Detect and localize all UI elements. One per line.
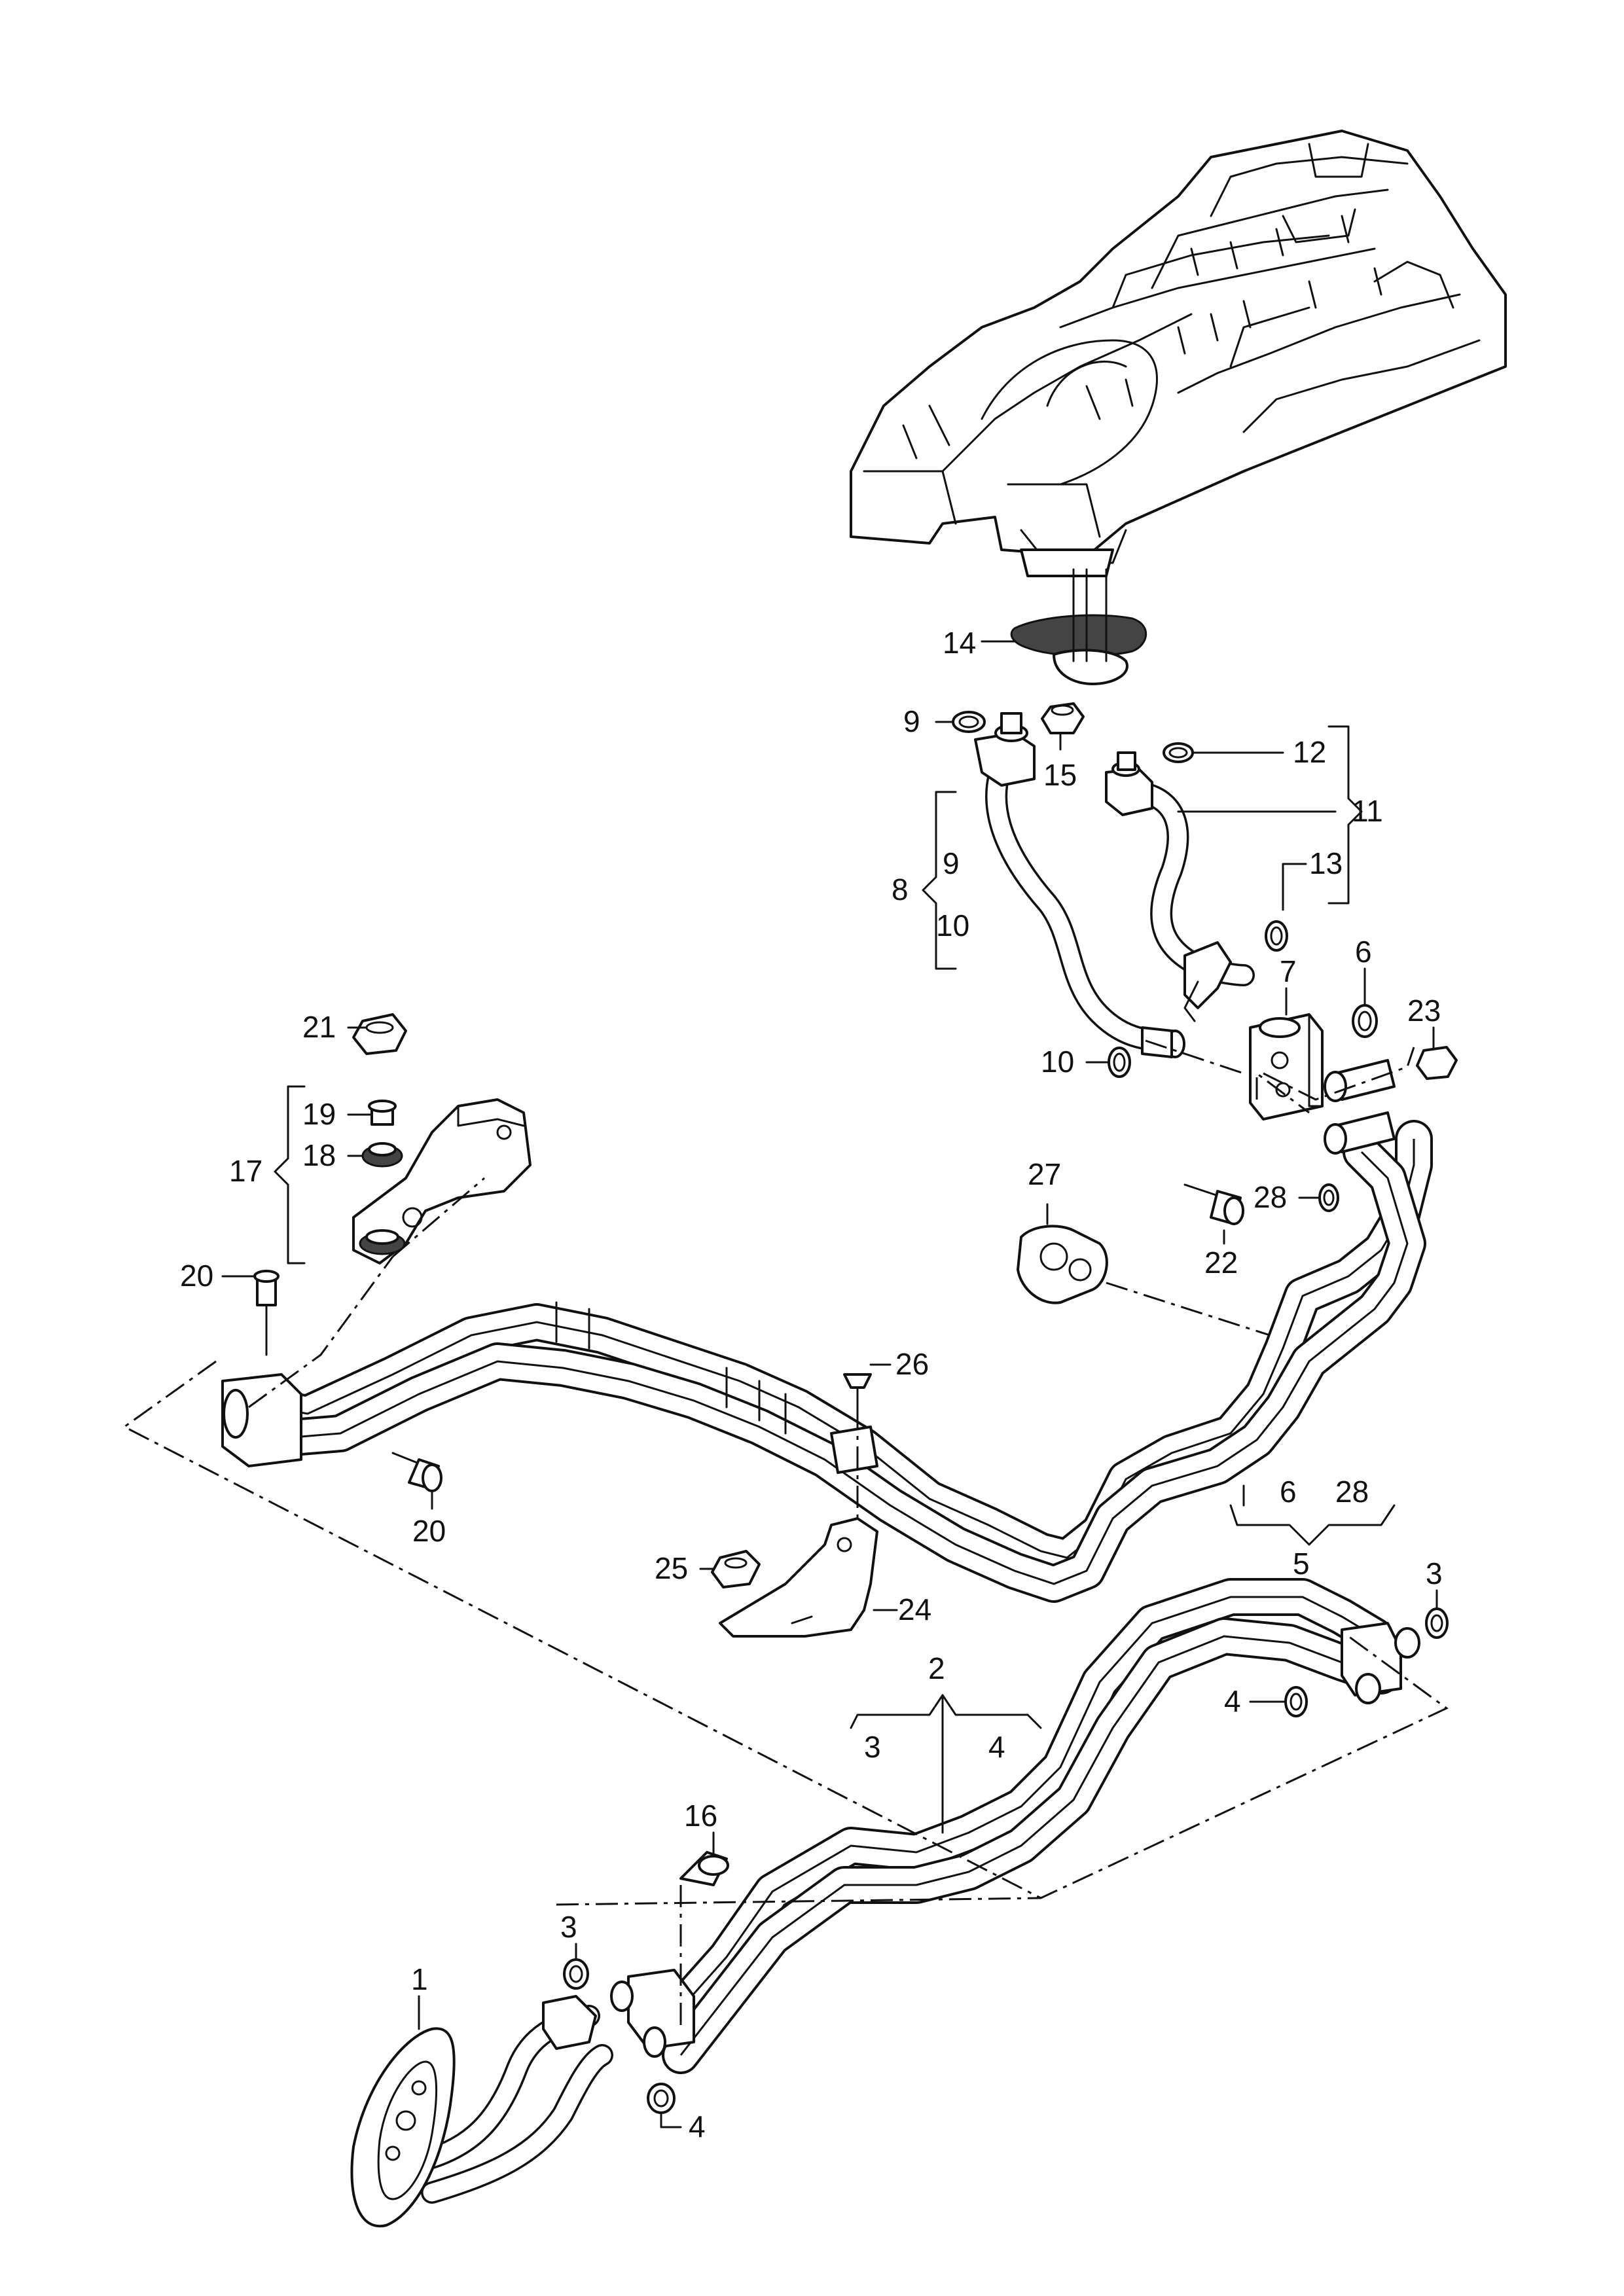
o-ring-9 [952, 711, 986, 733]
callout-5-sub-6: 6 [1280, 1475, 1297, 1509]
refrigerant-line-11 [1105, 751, 1255, 1022]
clip-27 [1017, 1225, 1108, 1304]
o-ring-13 [1265, 920, 1288, 952]
callout-23: 23 [1407, 994, 1441, 1028]
callout-11: 11 [1352, 794, 1383, 828]
assembly-boundary-lines [122, 1039, 1449, 2029]
nut-25 [711, 1550, 761, 1588]
seal-gasket-14 [1010, 568, 1147, 685]
callout-10: 10 [1041, 1045, 1074, 1079]
o-ring-4-left [647, 2083, 676, 2114]
callout-2-sub-3: 3 [864, 1730, 881, 1764]
callout-4-left: 4 [689, 2109, 706, 2144]
expansion-valve-7 [1249, 1013, 1324, 1121]
o-ring-10 [1108, 1047, 1131, 1078]
callout-20-lower: 20 [412, 1514, 446, 1548]
callout-2: 2 [928, 1651, 945, 1685]
o-ring-3-left [563, 1958, 589, 1990]
bolt-20-upper [253, 1270, 280, 1356]
bolt-22 [1183, 1183, 1244, 1225]
group-bracket-5 [1229, 1504, 1396, 1546]
callout-16: 16 [684, 1799, 717, 1833]
o-ring-6 [1352, 1004, 1378, 1038]
callout-22: 22 [1204, 1246, 1238, 1280]
callout-26: 26 [895, 1347, 929, 1381]
callout-20-upper: 20 [180, 1259, 213, 1293]
callout-12: 12 [1293, 735, 1326, 769]
nut-23 [1416, 1046, 1458, 1080]
callout-8-sub-9: 9 [943, 846, 960, 880]
bolt-16 [679, 1851, 729, 1886]
air-distribution-housing [850, 130, 1507, 577]
callout-1: 1 [411, 1962, 428, 1996]
callout-8-sub-10: 10 [936, 908, 969, 942]
callout-27: 27 [1028, 1157, 1061, 1191]
refrigerant-line-8 [974, 712, 1185, 1058]
group-bracket-17 [274, 1085, 306, 1265]
callout-25: 25 [655, 1551, 688, 1585]
refrigerant-pipe-2 [610, 1578, 1420, 2074]
callout-3-right: 3 [1426, 1556, 1443, 1590]
sleeve-19 [368, 1100, 397, 1126]
o-ring-28 [1318, 1183, 1339, 1212]
callout-labels: 14 9 15 12 11 13 8 9 10 7 6 23 10 27 28 … [180, 626, 1443, 2144]
callout-3-left: 3 [560, 1910, 577, 1944]
nut-21 [352, 1013, 407, 1055]
o-ring-4-right [1284, 1686, 1308, 1717]
callout-4-right: 4 [1224, 1684, 1241, 1718]
screw-26 [843, 1373, 872, 1408]
bolt-20-lower [391, 1452, 442, 1492]
condenser-connection-1 [350, 1995, 613, 2228]
grommet-18 [361, 1142, 403, 1168]
o-ring-12 [1163, 742, 1194, 763]
bracket-24 [719, 1517, 878, 1638]
callout-2-sub-4: 4 [988, 1730, 1005, 1764]
callout-19: 19 [302, 1097, 336, 1131]
callout-7: 7 [1280, 954, 1297, 988]
callout-6: 6 [1355, 935, 1372, 969]
stud-bracket-base [359, 1229, 406, 1255]
callout-9: 9 [903, 704, 920, 738]
callout-13: 13 [1309, 846, 1343, 880]
nut-15 [1041, 702, 1085, 734]
callout-18: 18 [302, 1138, 336, 1172]
callout-15: 15 [1043, 758, 1077, 792]
group-bracket-8 [922, 791, 957, 970]
callout-5-sub-28: 28 [1335, 1475, 1369, 1509]
callout-14: 14 [943, 626, 976, 660]
bracket-17 [352, 1098, 532, 1265]
group-bracket-2 [850, 1694, 1042, 1729]
callout-8: 8 [892, 872, 909, 906]
callout-21: 21 [302, 1010, 336, 1044]
o-ring-3-right [1425, 1607, 1449, 1639]
callout-5: 5 [1293, 1547, 1310, 1581]
group-bracket-11 [1327, 725, 1363, 905]
leader-lines [221, 640, 1438, 2128]
callout-28: 28 [1254, 1180, 1287, 1214]
callout-24: 24 [898, 1592, 931, 1626]
callout-17: 17 [229, 1154, 262, 1188]
refrigerant-pipe-5 [221, 1059, 1433, 1603]
